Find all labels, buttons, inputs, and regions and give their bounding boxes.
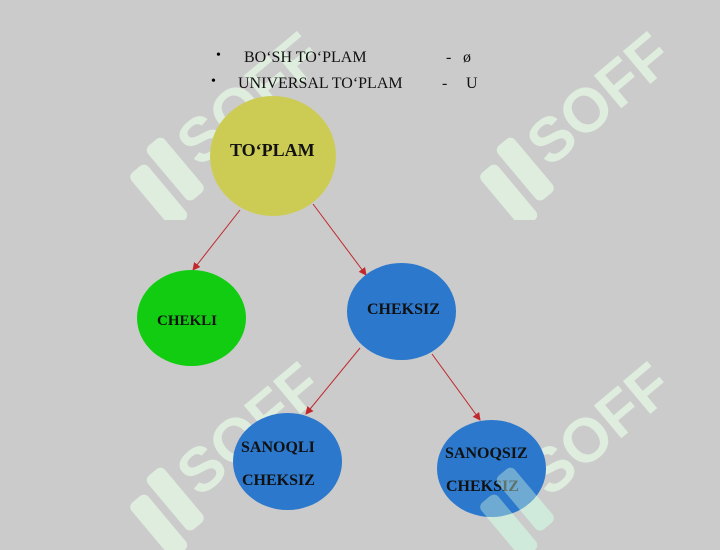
arrow-infinite-to-uncountable bbox=[431, 353, 481, 421]
arrow-root-to-infinite bbox=[312, 203, 367, 276]
node-infinite-label: CHEKSIZ bbox=[367, 301, 440, 318]
bullet-marker: • bbox=[211, 74, 216, 89]
node-uncountable-line1: SANOQSIZ bbox=[445, 445, 528, 462]
node-uncountable-infinite bbox=[437, 420, 546, 517]
universal-set-term: UNIVERSAL TO‘PLAM bbox=[238, 75, 403, 92]
node-countable-infinite bbox=[233, 413, 342, 510]
node-countable-line1: SANOQLI bbox=[241, 439, 315, 456]
empty-set-term: BO‘SH TO‘PLAM bbox=[244, 49, 367, 66]
bullet-marker: • bbox=[216, 48, 221, 63]
node-countable-line2: CHEKSIZ bbox=[242, 472, 315, 489]
node-set-label: TO‘PLAM bbox=[230, 140, 315, 160]
node-set bbox=[210, 96, 336, 216]
empty-set-symbol: ø bbox=[463, 49, 471, 66]
universal-set-symbol: U bbox=[466, 75, 478, 92]
node-infinite bbox=[347, 263, 456, 360]
universal-set-dash: - bbox=[442, 75, 448, 92]
node-finite-label: CHEKLI bbox=[157, 313, 218, 329]
node-finite bbox=[137, 270, 246, 366]
empty-set-dash: - bbox=[446, 49, 452, 66]
arrow-root-to-finite bbox=[192, 209, 241, 271]
arrow-infinite-to-countable bbox=[305, 347, 361, 415]
node-uncountable-line2: CHEKSIZ bbox=[446, 478, 519, 495]
